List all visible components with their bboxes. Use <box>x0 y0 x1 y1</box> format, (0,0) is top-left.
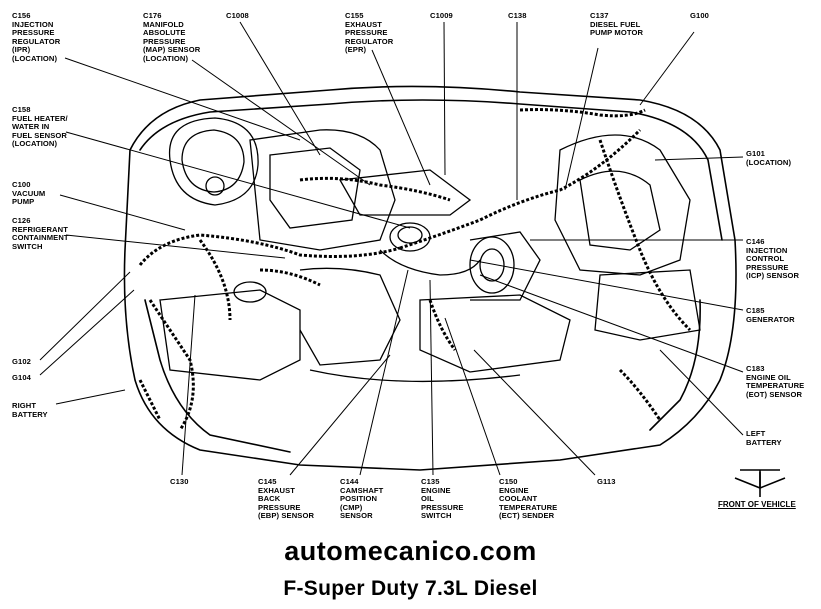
label-c126: C126 REFRIGERANT CONTAINMENT SWITCH <box>12 216 69 251</box>
label-c146: C146 INJECTION CONTROL PRESSURE (ICP) SE… <box>746 237 800 281</box>
label-c185: C185 GENERATOR <box>746 306 795 324</box>
label-c183: C183 ENGINE OIL TEMPERATURE (EOT) SENSOR <box>746 364 805 399</box>
label-c138: C138 <box>508 11 527 20</box>
diagram-caption: F-Super Duty 7.3L Diesel <box>283 577 538 600</box>
front-of-vehicle-label: FRONT OF VEHICLE <box>718 500 796 509</box>
label-g113: G113 <box>597 477 616 486</box>
label-c150: C150 ENGINE COOLANT TEMPERATURE (ECT) SE… <box>499 477 558 521</box>
front-arrow-icon <box>734 469 786 497</box>
label-g100: G100 <box>690 11 709 20</box>
engine-shapes <box>159 117 701 383</box>
label-right-battery: RIGHT BATTERY <box>12 401 48 419</box>
label-c1008: C1008 <box>226 11 249 20</box>
label-c144: C144 CAMSHAFT POSITION (CMP) SENSOR <box>340 477 384 521</box>
label-c137: C137 DIESEL FUEL PUMP MOTOR <box>590 11 644 38</box>
wiring-harness <box>138 108 692 431</box>
label-c158: C158 FUEL HEATER/ WATER IN FUEL SENSOR (… <box>12 105 68 149</box>
engine-bay-outline <box>123 85 737 471</box>
label-c130: C130 <box>170 477 189 486</box>
label-c155: C155 EXHAUST PRESSURE REGULATOR (EPR) <box>345 11 394 55</box>
label-c1009: C1009 <box>430 11 453 20</box>
label-c100: C100 VACUUM PUMP <box>12 180 46 207</box>
label-left-battery: LEFT BATTERY <box>746 429 782 447</box>
label-g104: G104 <box>12 373 31 382</box>
leader-lines <box>39 21 744 476</box>
label-c176: C176 MANIFOLD ABSOLUTE PRESSURE (MAP) SE… <box>143 11 201 63</box>
label-c145: C145 EXHAUST BACK PRESSURE (EBP) SENSOR <box>258 477 315 521</box>
label-c135: C135 ENGINE OIL PRESSURE SWITCH <box>421 477 464 521</box>
website-title: automecanico.com <box>284 536 537 566</box>
label-g102: G102 <box>12 357 31 366</box>
label-g101: G101 (LOCATION) <box>746 149 792 167</box>
label-c156: C156 INJECTION PRESSURE REGULATOR (IPR) … <box>12 11 61 63</box>
